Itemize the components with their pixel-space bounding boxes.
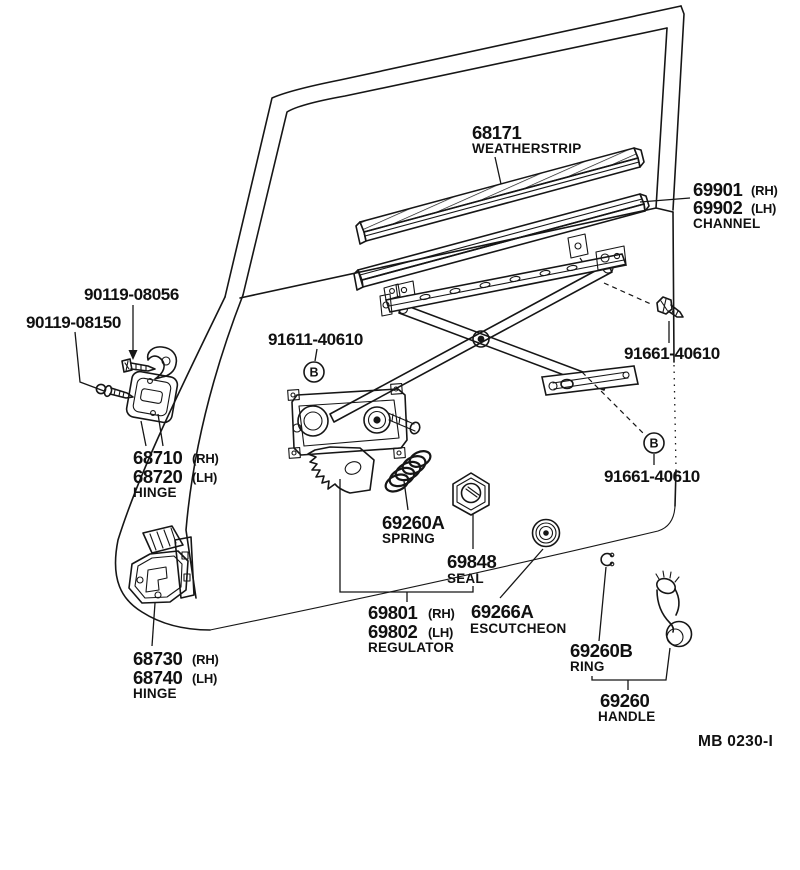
upper-hinge-part xyxy=(125,346,179,424)
label-channel: 69901 (RH) 69902 (LH) CHANNEL xyxy=(693,179,778,231)
ring-name: RING xyxy=(570,659,605,674)
seal-number: 69848 xyxy=(447,551,497,572)
lower-hinge-part xyxy=(128,525,195,604)
screw-08056-part xyxy=(121,358,156,373)
hinge-upper-number-lh: 68720 xyxy=(133,466,183,487)
seal-part xyxy=(452,472,490,516)
label-weatherstrip: 68171 WEATHERSTRIP xyxy=(472,122,581,156)
label-regulator: 69801 (RH) 69802 (LH) REGULATOR xyxy=(368,602,455,655)
hinge-lower-number-rh: 68730 xyxy=(133,648,183,669)
hinge-upper-number-rh: 68710 xyxy=(133,447,183,468)
leader-lines xyxy=(74,156,691,690)
regulator-number-rh: 69801 xyxy=(368,602,418,623)
regulator-side-rh: (RH) xyxy=(428,606,455,621)
weatherstrip-part xyxy=(355,147,645,245)
hinge-upper-side-rh: (RH) xyxy=(192,451,219,466)
handle-number: 69260 xyxy=(600,690,650,711)
handle-name: HANDLE xyxy=(598,709,655,724)
label-handle: 69260 HANDLE xyxy=(598,690,655,724)
channel-number-rh: 69901 xyxy=(693,179,743,200)
label-hinge-upper: 68710 (RH) 68720 (LH) HINGE xyxy=(133,447,219,500)
regulator-name: REGULATOR xyxy=(368,640,454,655)
regulator-side-lh: (LH) xyxy=(428,625,453,640)
marker-b-lower-letter: B xyxy=(649,437,658,451)
escutcheon-part xyxy=(531,518,561,548)
seal-name: SEAL xyxy=(447,571,484,586)
label-bolt-channel: 91661-40610 xyxy=(624,344,720,363)
screw-08150-part xyxy=(95,383,134,399)
screw-08056-number: 90119-08056 xyxy=(84,285,179,304)
hinge-lower-name: HINGE xyxy=(133,686,177,701)
label-screw-b-regulator: 91611-40610 xyxy=(268,330,363,349)
hinge-lower-number-lh: 68740 xyxy=(133,667,183,688)
marker-b-lower: B xyxy=(581,371,665,454)
figure-code: MB 0230-I xyxy=(698,733,773,750)
spring-number: 69260A xyxy=(382,512,444,533)
ring-number: 69260B xyxy=(570,640,632,661)
hinge-lower-side-rh: (RH) xyxy=(192,652,219,667)
label-spring: 69260A SPRING xyxy=(382,512,445,546)
hinge-upper-side-lh: (LH) xyxy=(192,470,217,485)
screw-08150-number: 90119-08150 xyxy=(26,313,121,332)
label-screw-lower-front: 90119-08150 xyxy=(26,313,121,332)
bolt-91661-bottom-number: 91661-40610 xyxy=(604,467,700,486)
marker-b-regulator-letter: B xyxy=(309,366,318,380)
weatherstrip-number: 68171 xyxy=(472,122,522,143)
hinge-upper-name: HINGE xyxy=(133,485,177,500)
screw-91611-number: 91611-40610 xyxy=(268,330,363,349)
door-outline xyxy=(114,5,685,631)
bolt-91661-part xyxy=(603,282,684,318)
label-bolt-b-lower: 91661-40610 xyxy=(604,467,700,486)
regulator-rail xyxy=(379,245,628,348)
hinge-lower-side-lh: (LH) xyxy=(192,671,217,686)
escutcheon-number: 69266A xyxy=(471,601,533,622)
bolt-91661-top-number: 91661-40610 xyxy=(624,344,720,363)
handle-part xyxy=(655,570,693,648)
channel-part xyxy=(353,193,650,308)
escutcheon-name: ESCUTCHEON xyxy=(470,621,567,636)
channel-side-lh: (LH) xyxy=(751,201,776,216)
label-screw-upper-front: 90119-08056 xyxy=(84,285,179,304)
channel-side-rh: (RH) xyxy=(751,183,778,198)
label-seal: 69848 SEAL xyxy=(447,551,497,586)
label-escutcheon: 69266A ESCUTCHEON xyxy=(470,601,567,636)
weatherstrip-name: WEATHERSTRIP xyxy=(472,141,581,156)
label-ring: 69260B RING xyxy=(570,640,633,674)
ring-clip-part xyxy=(600,552,615,567)
regulator-number-lh: 69802 xyxy=(368,621,418,642)
channel-number-lh: 69902 xyxy=(693,197,743,218)
marker-b-regulator: B xyxy=(303,361,325,383)
label-hinge-lower: 68730 (RH) 68740 (LH) HINGE xyxy=(133,648,219,701)
channel-name: CHANNEL xyxy=(693,216,760,231)
spring-part xyxy=(384,450,432,493)
spring-name: SPRING xyxy=(382,531,435,546)
figure-code-text: MB 0230-I xyxy=(698,733,773,750)
